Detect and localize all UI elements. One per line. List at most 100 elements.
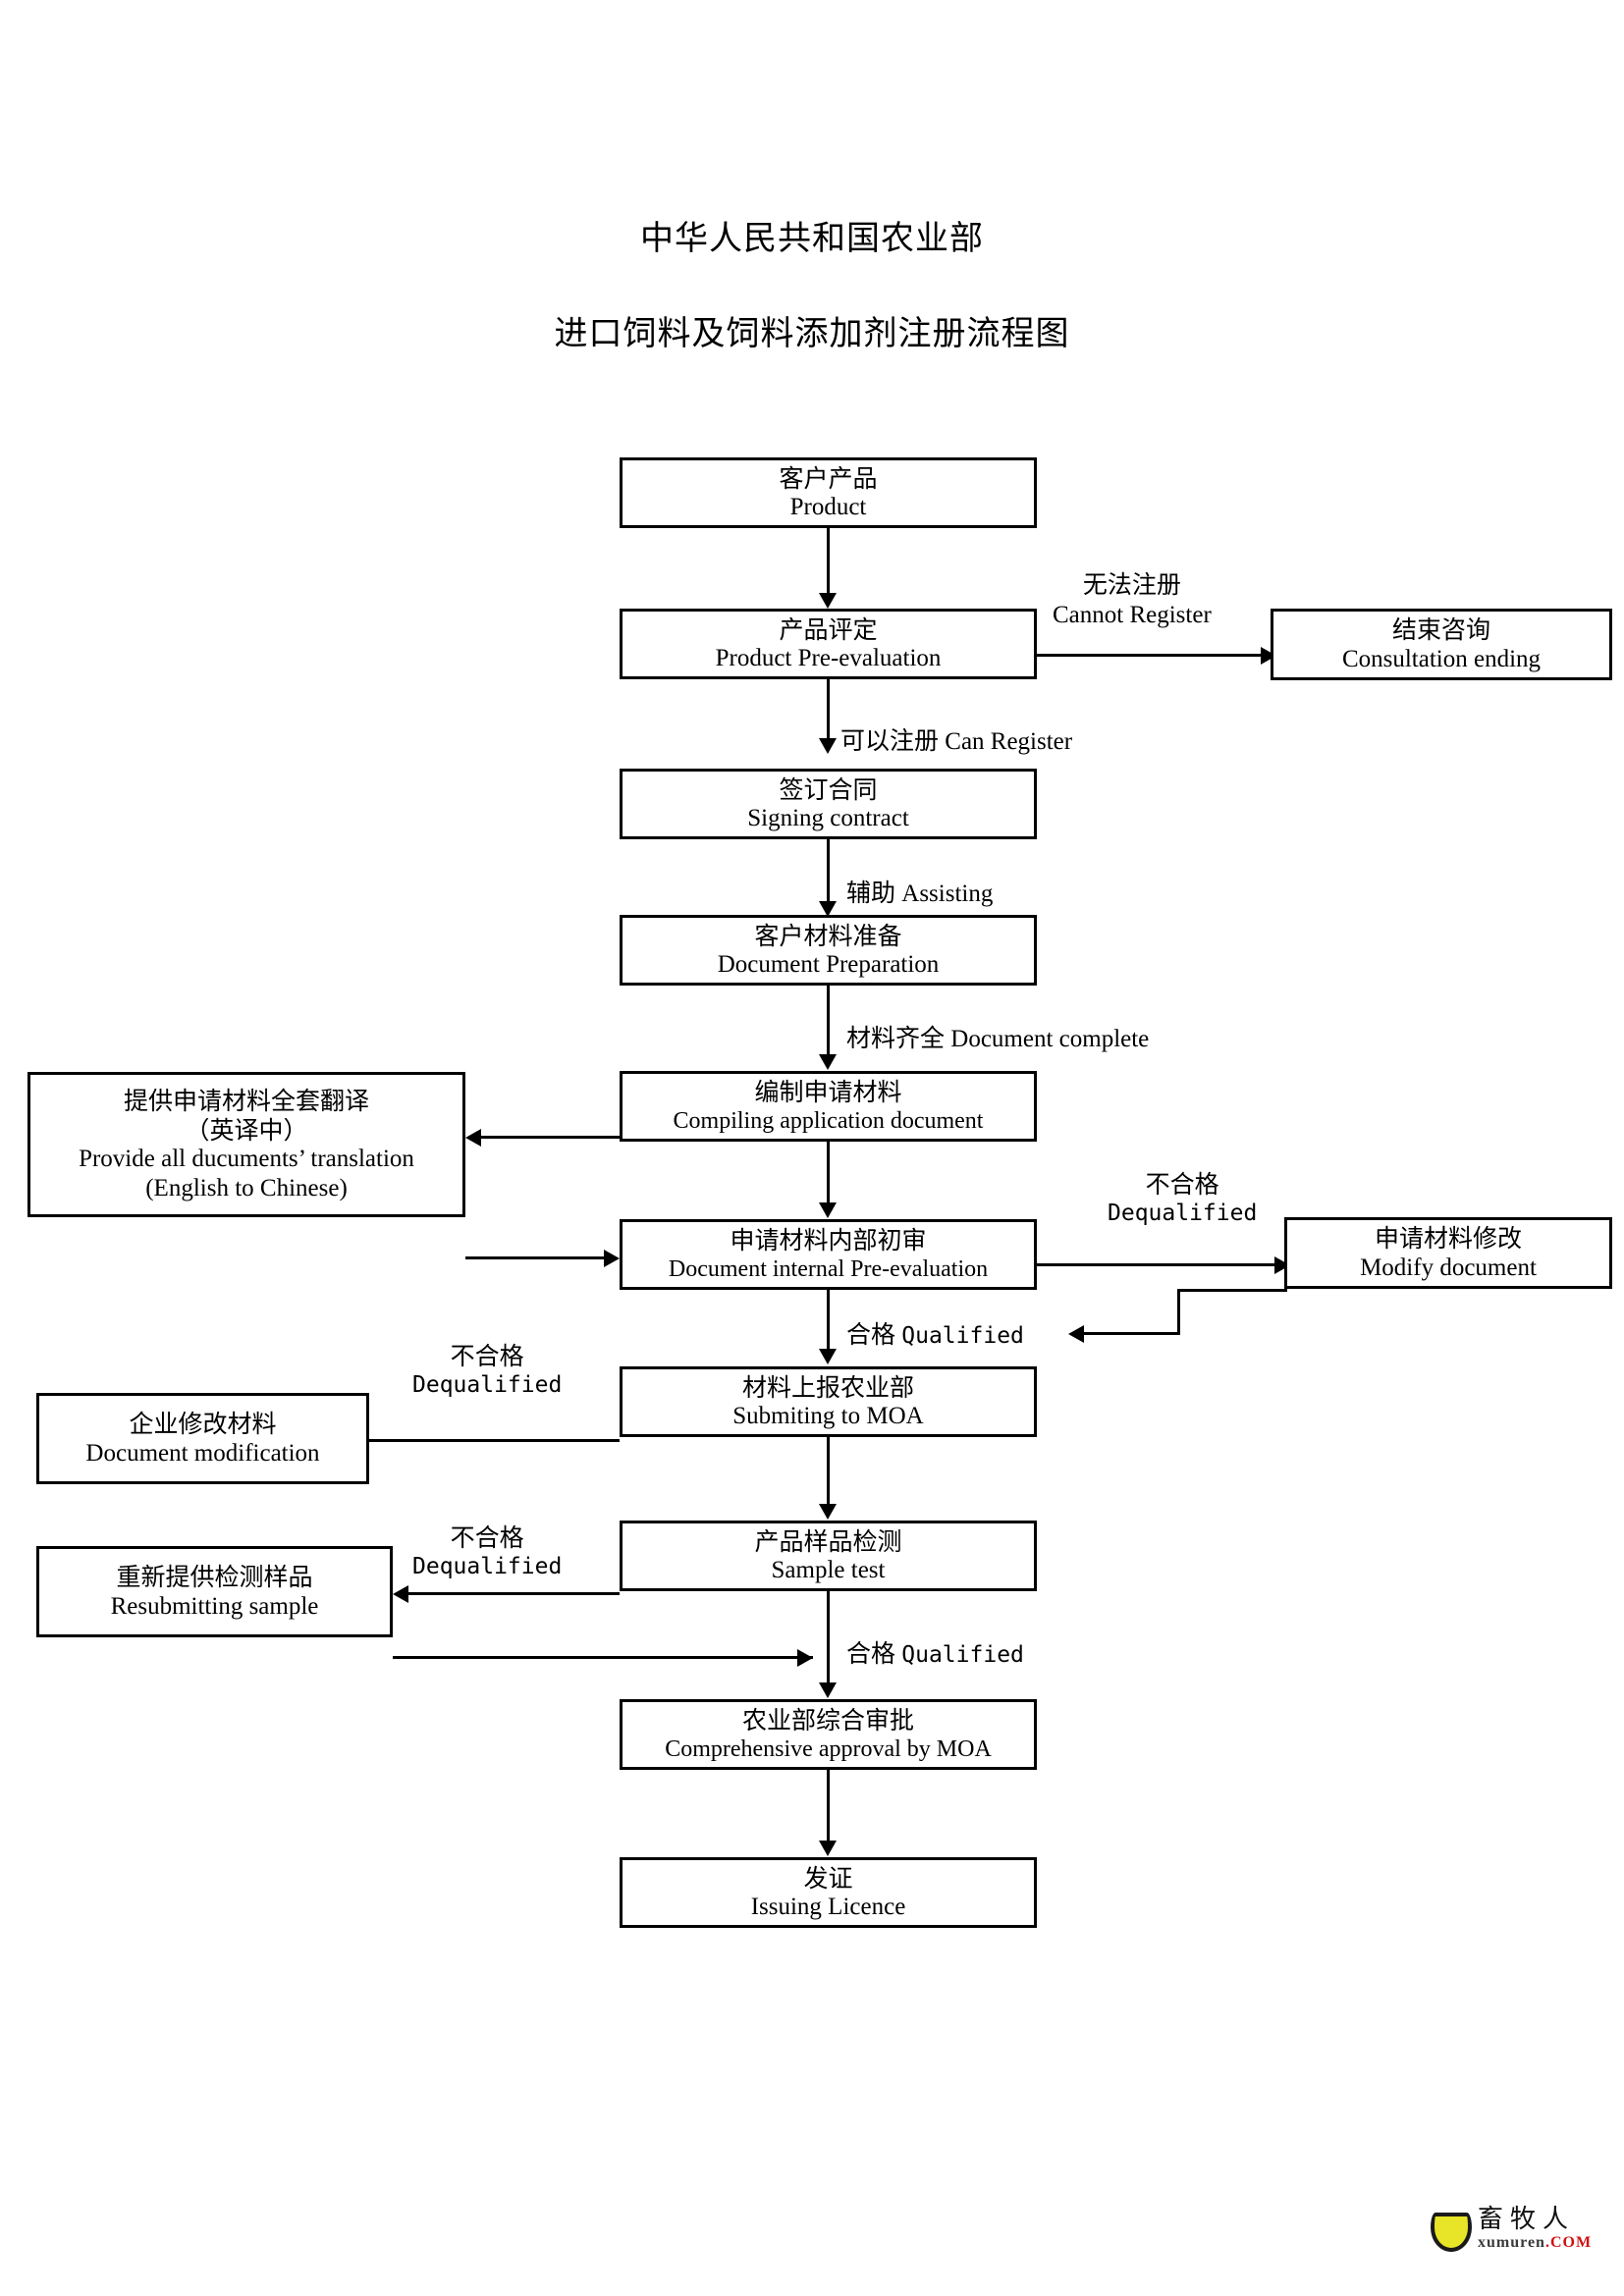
- watermark-text: 畜牧人 xumuren.COM: [1478, 2207, 1592, 2251]
- node-signing-contract-cn: 签订合同: [779, 774, 878, 804]
- edge-label-can-register: 可以注册 Can Register: [840, 721, 1072, 757]
- node-document-modification[interactable]: 企业修改材料 Document modification: [36, 1393, 369, 1484]
- node-product[interactable]: 客户产品 Product: [620, 457, 1037, 528]
- node-provide-translation-cn-1: 提供申请材料全套翻译: [123, 1087, 369, 1115]
- arrowhead-comprehensive-approval: [819, 1682, 837, 1698]
- edge-label-can-register-en: Can Register: [945, 728, 1073, 755]
- connector-approval-to-licence: [827, 1770, 830, 1841]
- node-comprehensive-approval[interactable]: 农业部综合审批 Comprehensive approval by MOA: [620, 1699, 1037, 1770]
- node-document-internal-pre-evaluation-cn: 申请材料内部初审: [730, 1226, 927, 1255]
- connector-sampletest-to-approval: [827, 1591, 830, 1682]
- arrowhead-compiling-application-document: [819, 1054, 837, 1070]
- node-compiling-application-document-cn: 编制申请材料: [754, 1078, 902, 1107]
- edge-label-cannot-register: 无法注册 Cannot Register: [1053, 569, 1212, 631]
- node-document-preparation-en: Document Preparation: [717, 951, 940, 978]
- edge-label-dequalified-sample-en: Dequalified: [412, 1554, 563, 1580]
- connector-signing-to-docprep: [827, 839, 830, 901]
- node-document-internal-pre-evaluation[interactable]: 申请材料内部初审 Document internal Pre-evaluatio…: [620, 1219, 1037, 1290]
- node-comprehensive-approval-en: Comprehensive approval by MOA: [665, 1735, 992, 1762]
- arrowhead-document-preparation: [819, 901, 837, 917]
- watermark-brand-en: xumuren.COM: [1478, 2235, 1592, 2251]
- connector-compiling-to-internal-preeval: [827, 1142, 830, 1202]
- page-title-line-1: 中华人民共和国农业部: [640, 219, 984, 258]
- node-consultation-ending-en: Consultation ending: [1341, 645, 1542, 672]
- node-submitting-to-moa-en: Submiting to MOA: [732, 1403, 924, 1429]
- node-product-pre-evaluation-en: Product Pre-evaluation: [715, 645, 942, 671]
- node-signing-contract[interactable]: 签订合同 Signing contract: [620, 769, 1037, 839]
- connector-docprep-to-compiling: [827, 986, 830, 1054]
- node-comprehensive-approval-cn: 农业部综合审批: [741, 1706, 914, 1735]
- edge-label-qualified-sample-cn: 合格: [846, 1639, 896, 1668]
- node-sample-test-cn: 产品样品检测: [754, 1526, 902, 1556]
- node-product-en: Product: [789, 494, 867, 520]
- edge-label-dequalified-submit-cn: 不合格: [450, 1342, 524, 1370]
- arrowhead-translation-box: [465, 1129, 481, 1147]
- node-modify-document[interactable]: 申请材料修改 Modify document: [1284, 1217, 1612, 1289]
- node-submitting-to-moa-cn: 材料上报农业部: [741, 1372, 914, 1402]
- node-document-modification-cn: 企业修改材料: [129, 1410, 277, 1438]
- connector-translation-to-internal-preeval: [465, 1256, 604, 1259]
- connector-internal-preeval-to-modify: [1037, 1263, 1274, 1266]
- edge-label-qualified-internal-cn: 合格: [846, 1320, 896, 1349]
- node-consultation-ending-cn: 结束咨询: [1391, 615, 1490, 644]
- edge-label-dequalified-submit-en: Dequalified: [412, 1372, 563, 1399]
- node-modify-document-en: Modify document: [1360, 1254, 1537, 1281]
- node-provide-translation-en-2: (English to Chinese): [145, 1174, 348, 1201]
- node-consultation-ending[interactable]: 结束咨询 Consultation ending: [1271, 609, 1612, 680]
- edge-label-dequalified-sample-cn: 不合格: [450, 1523, 524, 1552]
- node-issuing-licence[interactable]: 发证 Issuing Licence: [620, 1857, 1037, 1928]
- edge-label-cannot-register-cn: 无法注册: [1082, 570, 1181, 599]
- arrowhead-sample-test: [819, 1504, 837, 1520]
- connector-product-to-preevaluation: [827, 528, 830, 593]
- node-product-pre-evaluation[interactable]: 产品评定 Product Pre-evaluation: [620, 609, 1037, 679]
- edge-label-document-complete: 材料齐全 Document complete: [846, 1019, 1149, 1054]
- connector-submit-to-sampletest: [827, 1437, 830, 1504]
- edge-label-qualified-internal: 合格 Qualified: [846, 1315, 1024, 1351]
- arrowhead-signing-contract: [819, 738, 837, 754]
- connector-resubmit-return: [393, 1656, 813, 1659]
- connector-preeval-to-consultation: [1037, 654, 1261, 657]
- edge-label-assisting-cn: 辅助: [846, 879, 896, 907]
- edge-label-dequalified-internal-en: Dequalified: [1108, 1201, 1258, 1227]
- node-resubmitting-sample-cn: 重新提供检测样品: [116, 1563, 313, 1591]
- connector-modify-return-horizontal-top: [1177, 1289, 1287, 1292]
- connector-compiling-to-translation: [481, 1136, 620, 1139]
- connector-sampletest-to-resubmit: [408, 1592, 620, 1595]
- node-sample-test-en: Sample test: [771, 1557, 886, 1583]
- edge-label-document-complete-cn: 材料齐全: [846, 1024, 946, 1052]
- node-provide-translation[interactable]: 提供申请材料全套翻译 （英译中） Provide all ducuments’ …: [27, 1072, 465, 1217]
- node-sample-test[interactable]: 产品样品检测 Sample test: [620, 1521, 1037, 1591]
- node-provide-translation-en-1: Provide all ducuments’ translation: [79, 1146, 414, 1172]
- arrowhead-internal-preeval-from-translation: [604, 1250, 620, 1267]
- heart-icon: [1429, 2210, 1472, 2252]
- arrowhead-resubmitting-sample: [393, 1585, 408, 1603]
- arrowhead-resubmit-return: [797, 1649, 813, 1667]
- site-watermark-logo: 畜牧人 xumuren.COM: [1429, 2207, 1592, 2252]
- edge-label-document-complete-en: Document complete: [950, 1026, 1150, 1052]
- node-document-modification-en: Document modification: [85, 1439, 320, 1467]
- arrowhead-issuing-licence: [819, 1841, 837, 1856]
- edge-label-dequalified-submit: 不合格 Dequalified: [412, 1341, 562, 1400]
- node-document-preparation[interactable]: 客户材料准备 Document Preparation: [620, 915, 1037, 986]
- node-compiling-application-document[interactable]: 编制申请材料 Compiling application document: [620, 1071, 1037, 1142]
- edge-label-assisting: 辅助 Assisting: [846, 874, 993, 909]
- watermark-brand-cn: 畜牧人: [1478, 2205, 1576, 2234]
- edge-label-assisting-en: Assisting: [901, 881, 994, 907]
- node-document-preparation-cn: 客户材料准备: [754, 921, 902, 950]
- edge-label-qualified-internal-en: Qualified: [901, 1323, 1024, 1349]
- node-resubmitting-sample[interactable]: 重新提供检测样品 Resubmitting sample: [36, 1546, 393, 1637]
- connector-internal-preeval-to-submit: [827, 1290, 830, 1349]
- edge-label-cannot-register-en: Cannot Register: [1053, 602, 1212, 629]
- node-provide-translation-cn-2: （英译中）: [185, 1115, 308, 1145]
- edge-label-dequalified-internal-cn: 不合格: [1145, 1170, 1219, 1199]
- arrowhead-preevaluation: [819, 593, 837, 609]
- watermark-brand-tld: .COM: [1544, 2234, 1593, 2251]
- connector-preeval-to-signing: [827, 679, 830, 738]
- node-product-pre-evaluation-cn: 产品评定: [779, 614, 878, 644]
- node-submitting-to-moa[interactable]: 材料上报农业部 Submiting to MOA: [620, 1366, 1037, 1437]
- node-product-cn: 客户产品: [779, 463, 878, 493]
- node-compiling-application-document-en: Compiling application document: [673, 1107, 984, 1134]
- edge-label-dequalified-sample: 不合格 Dequalified: [412, 1522, 562, 1581]
- page-title-line-2: 进口饲料及饲料添加剂注册流程图: [554, 314, 1070, 353]
- node-document-internal-pre-evaluation-en: Document internal Pre-evaluation: [668, 1255, 989, 1282]
